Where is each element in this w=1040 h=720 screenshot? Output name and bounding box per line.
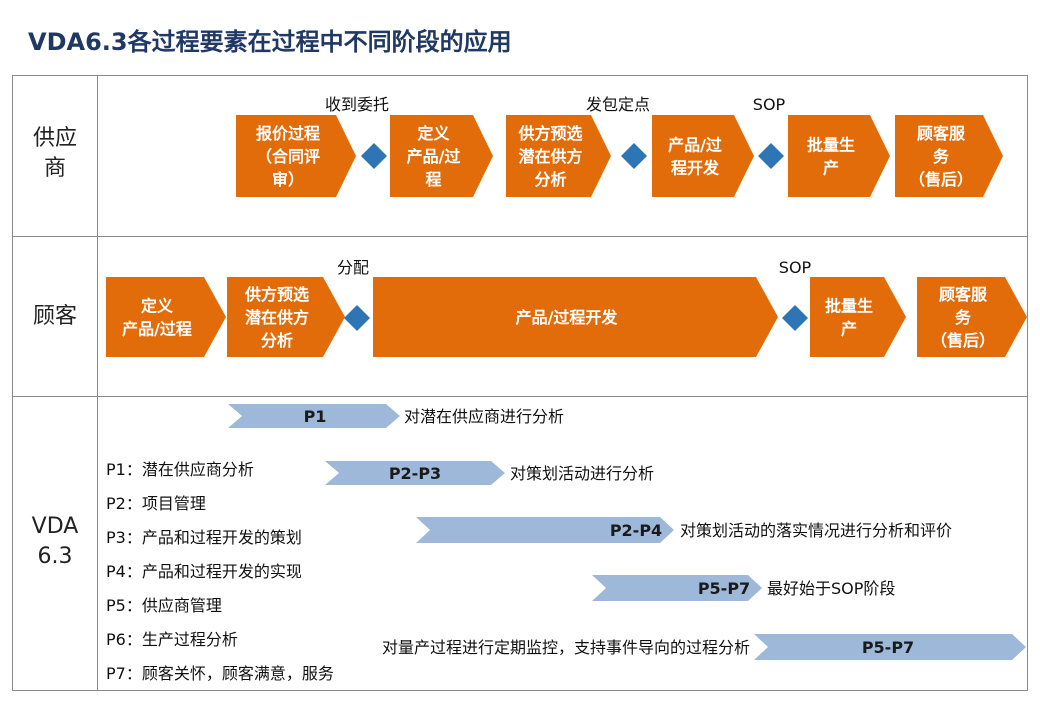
supplier-step-label: 顾客服: [917, 124, 966, 143]
customer-step-label: 顾客服: [939, 285, 988, 304]
row-divider: [12, 236, 1028, 237]
customer-step-label: 产: [841, 320, 857, 339]
vda-phase-bar: [325, 461, 505, 485]
customer-step-label: （售后）: [931, 331, 995, 350]
legend-item: P7：顾客关怀，顾客满意，服务: [106, 664, 334, 683]
customer-milestone-label: 分配: [337, 258, 369, 277]
vda-bar-label: P2-P4: [610, 521, 662, 540]
customer-step-label: 定义: [140, 297, 173, 316]
vda-bar-note: 最好始于SOP阶段: [767, 579, 895, 598]
supplier-step-label: 审）: [272, 170, 304, 189]
milestone-diamond-icon: [344, 305, 370, 331]
supplier-step-label: 定义: [416, 124, 449, 143]
supplier-step-label: 产: [823, 159, 839, 178]
milestone-diamond-icon: [758, 143, 784, 169]
column-divider: [97, 75, 98, 691]
supplier-step-chevron: [390, 115, 493, 197]
supplier-step-label: 务: [933, 147, 950, 166]
legend-item: P5：供应商管理: [106, 596, 222, 615]
customer-step-chevron: [917, 277, 1027, 357]
supplier-step-chevron: [506, 115, 611, 197]
milestone-diamond-icon: [782, 305, 808, 331]
customer-step-chevron: [106, 277, 226, 357]
legend-item: P4：产品和过程开发的实现: [106, 562, 302, 581]
supplier-step-label: 批量生: [807, 136, 855, 155]
page-title: VDA6.3各过程要素在过程中不同阶段的应用: [28, 28, 512, 56]
customer-step-chevron: [227, 277, 345, 357]
supplier-step-chevron: [236, 115, 356, 197]
supplier-step-label: （售后）: [909, 170, 973, 189]
customer-step-chevron: [810, 277, 906, 357]
row-label-customer: 顾客: [32, 304, 77, 329]
vda-bar-note: 对策划活动的落实情况进行分析和评价: [680, 521, 952, 540]
legend-item: P2：项目管理: [106, 494, 206, 513]
supplier-step-label: 报价过程: [256, 124, 320, 143]
supplier-milestone-label: 发包定点: [586, 95, 650, 114]
vda-phase-bar: [592, 575, 762, 601]
supplier-milestone-label: 收到委托: [325, 95, 389, 114]
vda-bar-label: P1: [304, 407, 327, 426]
legend-item: P3：产品和过程开发的策划: [106, 528, 302, 547]
supplier-step-label: （合同评: [256, 147, 320, 166]
supplier-step-label: 产品/过: [407, 147, 461, 166]
customer-step-label: 产品/过程: [122, 320, 192, 339]
customer-step-label: 分析: [261, 331, 293, 350]
supplier-step-label: 程: [425, 170, 441, 189]
customer-step-label: 务: [955, 308, 972, 327]
milestone-diamond-icon: [621, 143, 647, 169]
vda-phase-bar: [416, 517, 674, 543]
customer-milestone-label: SOP: [779, 258, 812, 277]
vda-phase-bar: [228, 404, 400, 428]
supplier-step-chevron: [652, 115, 754, 197]
table-frame: [12, 75, 1028, 691]
customer-step-label: 批量生: [825, 297, 873, 316]
supplier-step-chevron: [788, 115, 890, 197]
supplier-step-label: 程开发: [671, 159, 720, 178]
customer-step-chevron: [373, 277, 778, 357]
supplier-step-label: 产品/过: [668, 136, 722, 155]
vda-bar-label: P2-P3: [389, 464, 441, 483]
row-label-vda: VDA 6.3: [31, 514, 79, 569]
row-label-supplier: 供应 商: [32, 126, 77, 181]
customer-step-label: 供方预选: [244, 285, 309, 304]
supplier-step-label: 分析: [534, 170, 566, 189]
customer-step-label: 产品/过程开发: [516, 308, 619, 327]
supplier-step-label: 潜在供方: [518, 147, 582, 166]
vda-bar-note: 对量产过程进行定期监控，支持事件导向的过程分析: [382, 638, 750, 657]
vda-bar-label: P5-P7: [862, 638, 914, 657]
supplier-step-chevron: [895, 115, 1003, 197]
vda-phase-bar: [754, 634, 1026, 660]
vda-bar-note: 对潜在供应商进行分析: [404, 407, 564, 426]
supplier-step-label: 供方预选: [517, 124, 582, 143]
legend-item: P6：生产过程分析: [106, 630, 238, 649]
milestone-diamond-icon: [361, 143, 387, 169]
supplier-milestone-label: SOP: [753, 95, 786, 114]
legend-item: P1：潜在供应商分析: [106, 460, 254, 479]
vda-bar-label: P5-P7: [698, 579, 750, 598]
vda-bar-note: 对策划活动进行分析: [510, 464, 654, 483]
customer-step-label: 潜在供方: [245, 308, 309, 327]
row-divider: [12, 396, 1028, 397]
